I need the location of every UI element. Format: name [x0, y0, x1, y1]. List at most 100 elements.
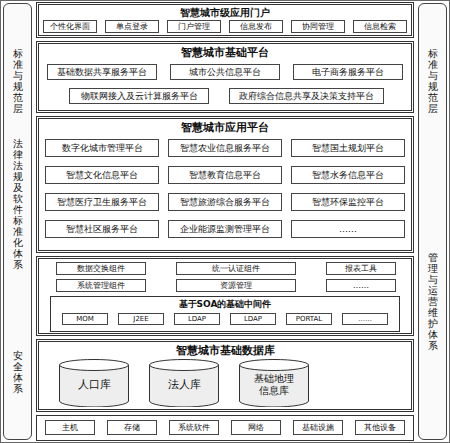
component-box: 协同管理 [291, 20, 345, 33]
component-box: …… [291, 220, 405, 238]
component-box: …… [342, 313, 388, 325]
component-label: 统一认证组件 [212, 263, 260, 274]
component-box: 数据交换组件 [56, 262, 146, 275]
component-box: …… [326, 279, 396, 292]
component-label: 单点登录 [116, 21, 148, 32]
layer-title: 智慧城市基础数据库 [39, 343, 411, 358]
database-label: 基础地理信息库 [253, 373, 296, 396]
component-label: 其他设备 [364, 422, 396, 433]
component-box: 智慧环保监控平台 [291, 193, 405, 211]
vertical-label: 标准与规范层 [428, 48, 438, 114]
vertical-label: 法律法规及软件标准化体系 [13, 138, 23, 270]
component-box: 智慧旅游综合服务平台 [168, 193, 282, 211]
component-label: 主机 [62, 422, 78, 433]
vertical-label: 管理与运营维护体系 [428, 252, 438, 351]
component-label: 智慧文化信息平台 [66, 169, 138, 182]
layer-title: 智慧城市级应用门户 [39, 6, 411, 20]
component-label: 企业能源监测管理平台 [180, 223, 270, 236]
component-box: 数字化城市管理平台 [45, 139, 159, 157]
component-box: 城市公共信息平台 [170, 64, 280, 80]
component-box: 存储 [107, 420, 157, 435]
component-label: 智慧农业信息服务平台 [180, 142, 270, 155]
component-label: 存储 [124, 422, 140, 433]
layer-panel: 智慧城市基础数据库人口库 法人库 基础地理信息库 [36, 339, 414, 412]
component-label: …… [358, 315, 372, 323]
component-box: 企业能源监测管理平台 [168, 220, 282, 238]
database-cylinder: 人口库 [59, 359, 129, 407]
database-cylinder: 法人库 [149, 359, 219, 407]
component-box: 资源管理 [176, 279, 296, 292]
component-box: 基础数据共享服务平台 [47, 64, 157, 80]
component-label: 信息检索 [364, 21, 396, 32]
component-box: 智慧水务信息平台 [291, 166, 405, 184]
component-label: 报表工具 [345, 263, 377, 274]
vertical-label: 安全体系 [13, 350, 23, 394]
database-cylinder: 基础地理信息库 [239, 359, 309, 407]
component-label: 智慧教育信息平台 [189, 169, 261, 182]
component-label: 数据交换组件 [77, 263, 125, 274]
side-band: 标准与规范层管理与运营维护体系 [418, 3, 447, 440]
component-label: 系统软件 [178, 422, 210, 433]
component-label: 智慧环保监控平台 [312, 196, 384, 209]
component-box: 报表工具 [326, 262, 396, 275]
component-box: LDAP [174, 313, 220, 325]
layer-panel: 智慧城市应用平台数字化城市管理平台 智慧农业信息服务平台 智慧国土规划平台智慧文化信… [36, 116, 414, 253]
component-box: 政府综合信息共享及决策支持平台 [229, 88, 384, 104]
vertical-label: 标准与规范层 [13, 48, 23, 114]
component-box: 系统管理组件 [56, 279, 146, 292]
component-label: PORTAL [296, 315, 323, 323]
component-box: J2EE [118, 313, 164, 325]
component-box: 系统软件 [169, 420, 219, 435]
component-label: 数字化城市管理平台 [62, 142, 143, 155]
component-label: 基础数据共享服务平台 [57, 66, 147, 79]
component-label: 智慧国土规划平台 [312, 142, 384, 155]
database-label: 法人库 [151, 379, 217, 392]
layer-title: 智慧城市基础平台 [39, 45, 411, 60]
component-label: MOM [76, 315, 94, 323]
component-box: LDAP [230, 313, 276, 325]
component-box: 基础设施 [293, 420, 343, 435]
component-label: 资源管理 [220, 280, 252, 291]
layer-panel: 基于SOA的基础中间件 MOM J2EE LDAP LDAP PORTAL …… [50, 296, 400, 332]
component-label: …… [353, 281, 369, 290]
component-label: 信息发布 [240, 21, 272, 32]
component-label: 智慧社区服务平台 [66, 223, 138, 236]
component-label: 网络 [248, 422, 264, 433]
component-box: 单点登录 [105, 20, 159, 33]
component-label: 协同管理 [302, 21, 334, 32]
component-box: 电子商务服务平台 [293, 64, 403, 80]
component-box: 信息检索 [353, 20, 407, 33]
component-label: 城市公共信息平台 [189, 66, 261, 79]
component-box: 智慧教育信息平台 [168, 166, 282, 184]
component-label: 智慧水务信息平台 [312, 169, 384, 182]
component-box: 网络 [231, 420, 281, 435]
component-label: …… [339, 224, 357, 234]
component-label: 电子商务服务平台 [312, 66, 384, 79]
component-label: 基础设施 [302, 422, 334, 433]
component-label: 政府综合信息共享及决策支持平台 [239, 90, 374, 103]
database-label: 人口库 [61, 379, 127, 392]
component-box: 智慧农业信息服务平台 [168, 139, 282, 157]
component-label: J2EE [133, 315, 148, 323]
component-box: PORTAL [286, 313, 332, 325]
side-band: 标准与规范层法律法规及软件标准化体系安全体系 [3, 3, 32, 440]
component-label: LDAP [244, 315, 262, 323]
component-box: 主机 [45, 420, 95, 435]
component-box: 门户管理 [167, 20, 221, 33]
layer-panel: 智慧城市级应用门户个性化界面 单点登录 门户管理 信息发布 协同管理 信息检索 [36, 2, 414, 38]
component-box: 智慧文化信息平台 [45, 166, 159, 184]
component-label: 智慧旅游综合服务平台 [180, 196, 270, 209]
component-label: 物联网接入及云计算服务平台 [81, 90, 198, 103]
component-label: 个性化界面 [50, 21, 90, 32]
layer-panel: 智慧城市基础平台基础数据共享服务平台 城市公共信息平台 电子商务服务平台物联网接入及… [36, 41, 414, 113]
component-box: 统一认证组件 [176, 262, 296, 275]
component-box: 个性化界面 [43, 20, 97, 33]
component-box: 其他设备 [355, 420, 405, 435]
component-box: 智慧国土规划平台 [291, 139, 405, 157]
component-box: 信息发布 [229, 20, 283, 33]
component-box: 智慧医疗卫生服务平台 [45, 193, 159, 211]
layer-title: 智慧城市应用平台 [39, 120, 411, 135]
component-box: MOM [62, 313, 108, 325]
layer-title: 基于SOA的基础中间件 [51, 298, 399, 311]
